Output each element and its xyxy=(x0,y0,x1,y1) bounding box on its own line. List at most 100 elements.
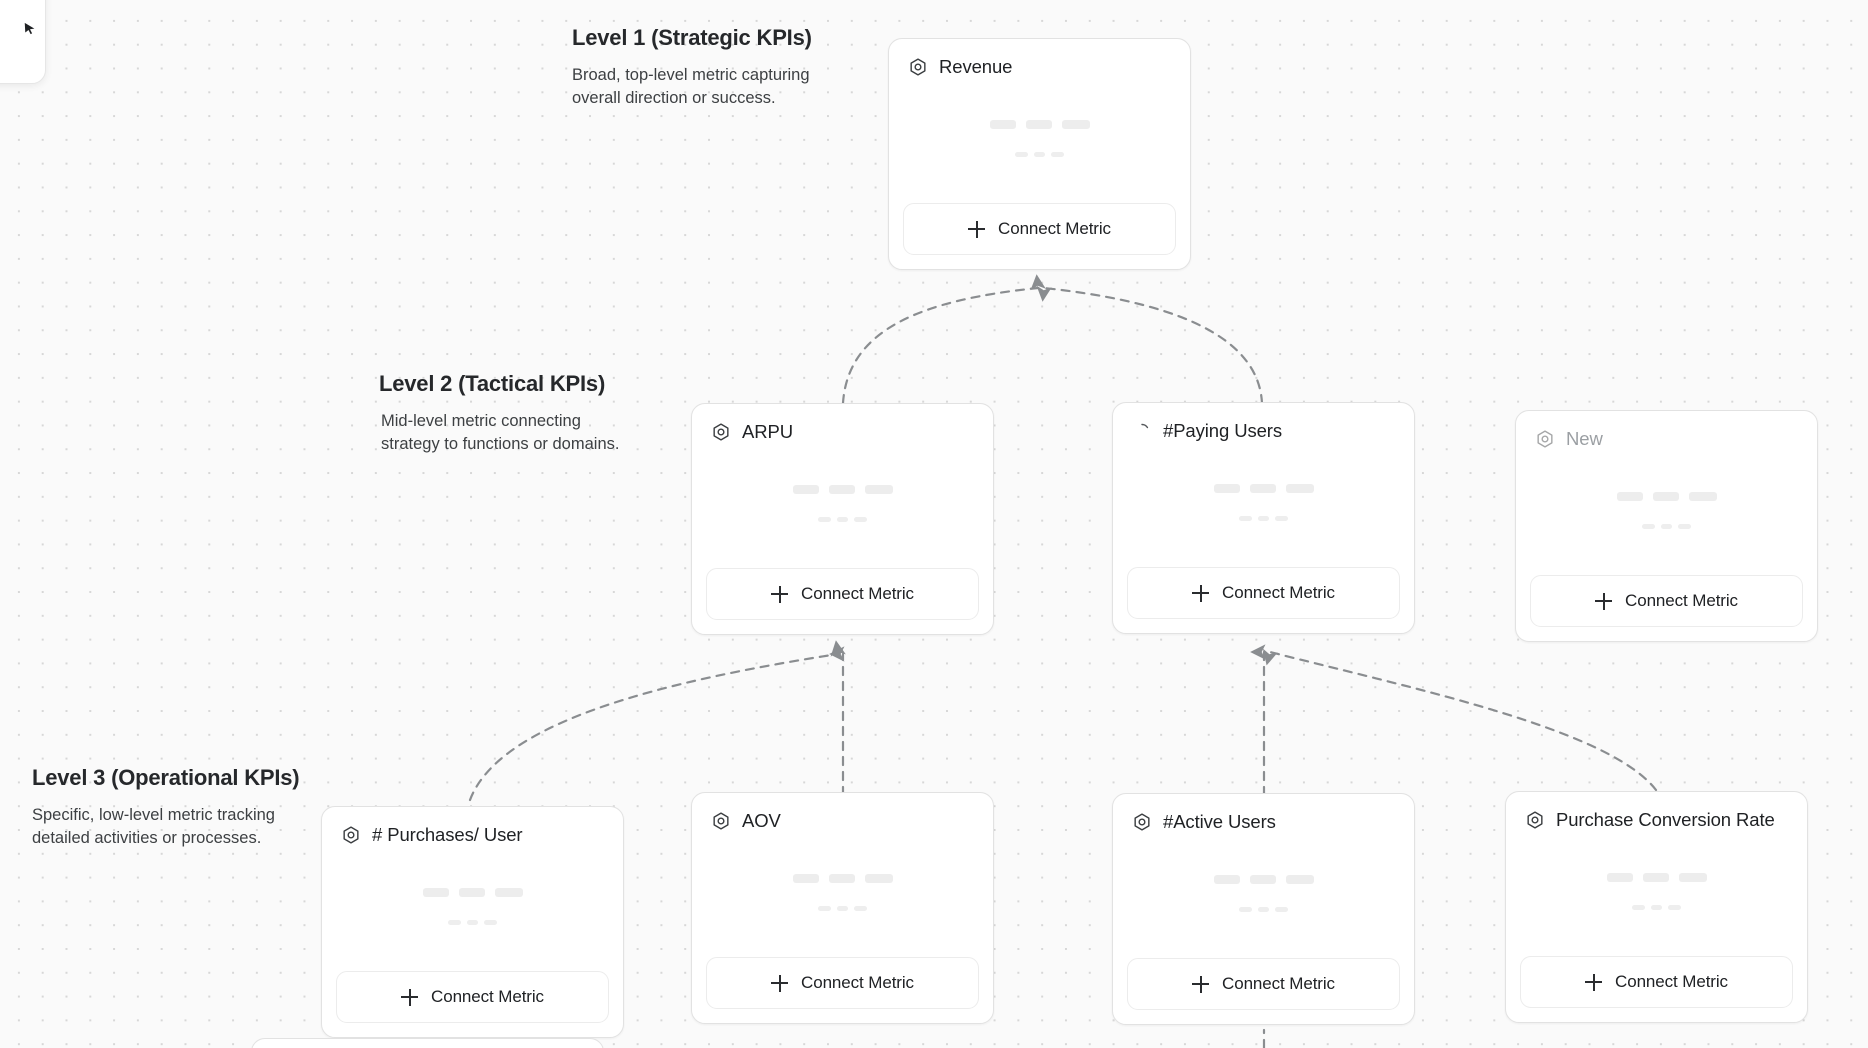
hexagon-target-icon xyxy=(1134,813,1150,831)
plus-icon xyxy=(401,988,419,1006)
connect-metric-button[interactable]: Connect Metric xyxy=(706,957,979,1009)
connect-metric-button[interactable]: Connect Metric xyxy=(1520,956,1793,1008)
skeleton-bar xyxy=(1015,152,1028,157)
level-3-description: Specific, low-level metric tracking deta… xyxy=(32,806,275,848)
skeleton-bar xyxy=(422,888,449,897)
connect-metric-button[interactable]: Connect Metric xyxy=(1530,575,1803,627)
plus-icon xyxy=(968,220,986,238)
connect-metric-button[interactable]: Connect Metric xyxy=(1127,958,1400,1010)
metric-card-paying-users[interactable]: #Paying Users Connect Metric xyxy=(1112,402,1415,634)
connect-metric-label: Connect Metric xyxy=(998,219,1111,238)
skeleton-row-primary xyxy=(792,874,893,883)
skeleton-row-secondary xyxy=(1632,905,1681,910)
connect-metric-label: Connect Metric xyxy=(1615,972,1728,991)
level-1-title: Level 1 (Strategic KPIs) xyxy=(572,25,812,50)
skeleton-bar xyxy=(1606,873,1633,882)
card-skeleton-body xyxy=(322,846,623,971)
card-skeleton-body xyxy=(889,78,1190,203)
connect-metric-label: Connect Metric xyxy=(1625,591,1738,610)
card-skeleton-body xyxy=(692,443,993,568)
card-header: Purchase Conversion Rate xyxy=(1506,792,1807,831)
card-skeleton-body xyxy=(1516,450,1817,575)
card-header: #Active Users xyxy=(1113,794,1414,833)
skeleton-bar xyxy=(458,888,485,897)
card-header: # Purchases/ User xyxy=(322,807,623,846)
plus-icon xyxy=(1192,975,1210,993)
skeleton-bar xyxy=(1642,524,1655,529)
skeleton-bar xyxy=(828,874,855,883)
skeleton-row-secondary xyxy=(1239,516,1288,521)
skeleton-bar xyxy=(484,920,497,925)
metric-card-purchase-conversion-rate[interactable]: Purchase Conversion Rate Connect Metric xyxy=(1505,791,1808,1023)
skeleton-bar xyxy=(1051,152,1064,157)
cursor-pointer-icon xyxy=(24,22,35,35)
skeleton-bar xyxy=(989,120,1016,129)
skeleton-row-secondary xyxy=(818,517,867,522)
hexagon-target-icon xyxy=(910,58,926,76)
skeleton-bar xyxy=(1285,484,1314,493)
card-skeleton-body xyxy=(692,832,993,957)
edge-arpu-revenue xyxy=(841,274,1046,405)
metric-card-active-users[interactable]: #Active Users Connect Metric xyxy=(1112,793,1415,1025)
skeleton-bar xyxy=(1651,905,1662,910)
card-title: #Paying Users xyxy=(1163,420,1283,441)
skeleton-row-secondary xyxy=(1239,907,1288,912)
level-2-title: Level 2 (Tactical KPIs) xyxy=(379,371,606,396)
level-2-description: Mid-level metric connecting strategy to … xyxy=(381,412,620,454)
connect-metric-label: Connect Metric xyxy=(1222,974,1335,993)
skeleton-bar xyxy=(1616,492,1643,501)
skeleton-bar xyxy=(792,874,819,883)
metric-card-revenue[interactable]: Revenue Connect Metric xyxy=(888,38,1191,270)
metric-card-purchases-per-user[interactable]: # Purchases/ User Connect Metric xyxy=(321,806,624,1038)
card-title: New xyxy=(1566,428,1603,449)
hexagon-target-icon xyxy=(1537,430,1553,448)
skeleton-bar xyxy=(1652,492,1679,501)
floating-toolbar-panel[interactable] xyxy=(0,0,46,84)
card-header: ARPU xyxy=(692,404,993,443)
skeleton-bar xyxy=(828,485,855,494)
skeleton-bar xyxy=(494,888,523,897)
hexagon-target-icon xyxy=(713,423,729,441)
metric-card-aov[interactable]: AOV Connect Metric xyxy=(691,792,994,1024)
skeleton-bar xyxy=(1275,516,1288,521)
skeleton-bar xyxy=(1678,873,1707,882)
skeleton-row-secondary xyxy=(1015,152,1064,157)
card-title: #Active Users xyxy=(1163,811,1276,832)
plus-icon xyxy=(771,974,789,992)
plus-icon xyxy=(1585,973,1603,991)
edge-payingusers-revenue xyxy=(1036,285,1264,405)
metric-card-partial-offscreen[interactable] xyxy=(251,1038,604,1048)
connect-metric-button[interactable]: Connect Metric xyxy=(1127,567,1400,619)
skeleton-bar xyxy=(854,517,867,522)
level-1-block: Level 1 (Strategic KPIs) Broad, top-leve… xyxy=(572,25,832,111)
card-skeleton-body xyxy=(1113,833,1414,958)
metric-card-arpu[interactable]: ARPU Connect Metric xyxy=(691,403,994,635)
level-1-description: Broad, top-level metric capturing overal… xyxy=(572,66,810,108)
edge-conversionrate-payingusers xyxy=(1262,648,1658,792)
loading-spinner-icon xyxy=(1141,423,1149,429)
card-title: # Purchases/ User xyxy=(372,824,523,845)
plus-icon xyxy=(1595,592,1613,610)
level-2-block: Level 2 (Tactical KPIs) Mid-level metric… xyxy=(379,371,641,457)
metric-card-new[interactable]: New Connect Metric xyxy=(1515,410,1818,642)
connect-metric-button[interactable]: Connect Metric xyxy=(903,203,1176,255)
skeleton-bar xyxy=(1258,907,1269,912)
skeleton-row-primary xyxy=(422,888,523,897)
skeleton-row-primary xyxy=(989,120,1090,129)
card-title: Revenue xyxy=(939,56,1013,77)
skeleton-bar xyxy=(1213,875,1240,884)
skeleton-bar xyxy=(864,485,893,494)
card-title: ARPU xyxy=(742,421,793,442)
skeleton-bar xyxy=(448,920,461,925)
skeleton-bar xyxy=(1668,905,1681,910)
skeleton-bar xyxy=(1258,516,1269,521)
connect-metric-button[interactable]: Connect Metric xyxy=(336,971,609,1023)
skeleton-bar xyxy=(467,920,478,925)
skeleton-bar xyxy=(1642,873,1669,882)
connect-metric-button[interactable]: Connect Metric xyxy=(706,568,979,620)
skeleton-row-primary xyxy=(1213,875,1314,884)
skeleton-row-primary xyxy=(792,485,893,494)
card-title: Purchase Conversion Rate xyxy=(1556,809,1775,830)
skeleton-bar xyxy=(818,906,831,911)
